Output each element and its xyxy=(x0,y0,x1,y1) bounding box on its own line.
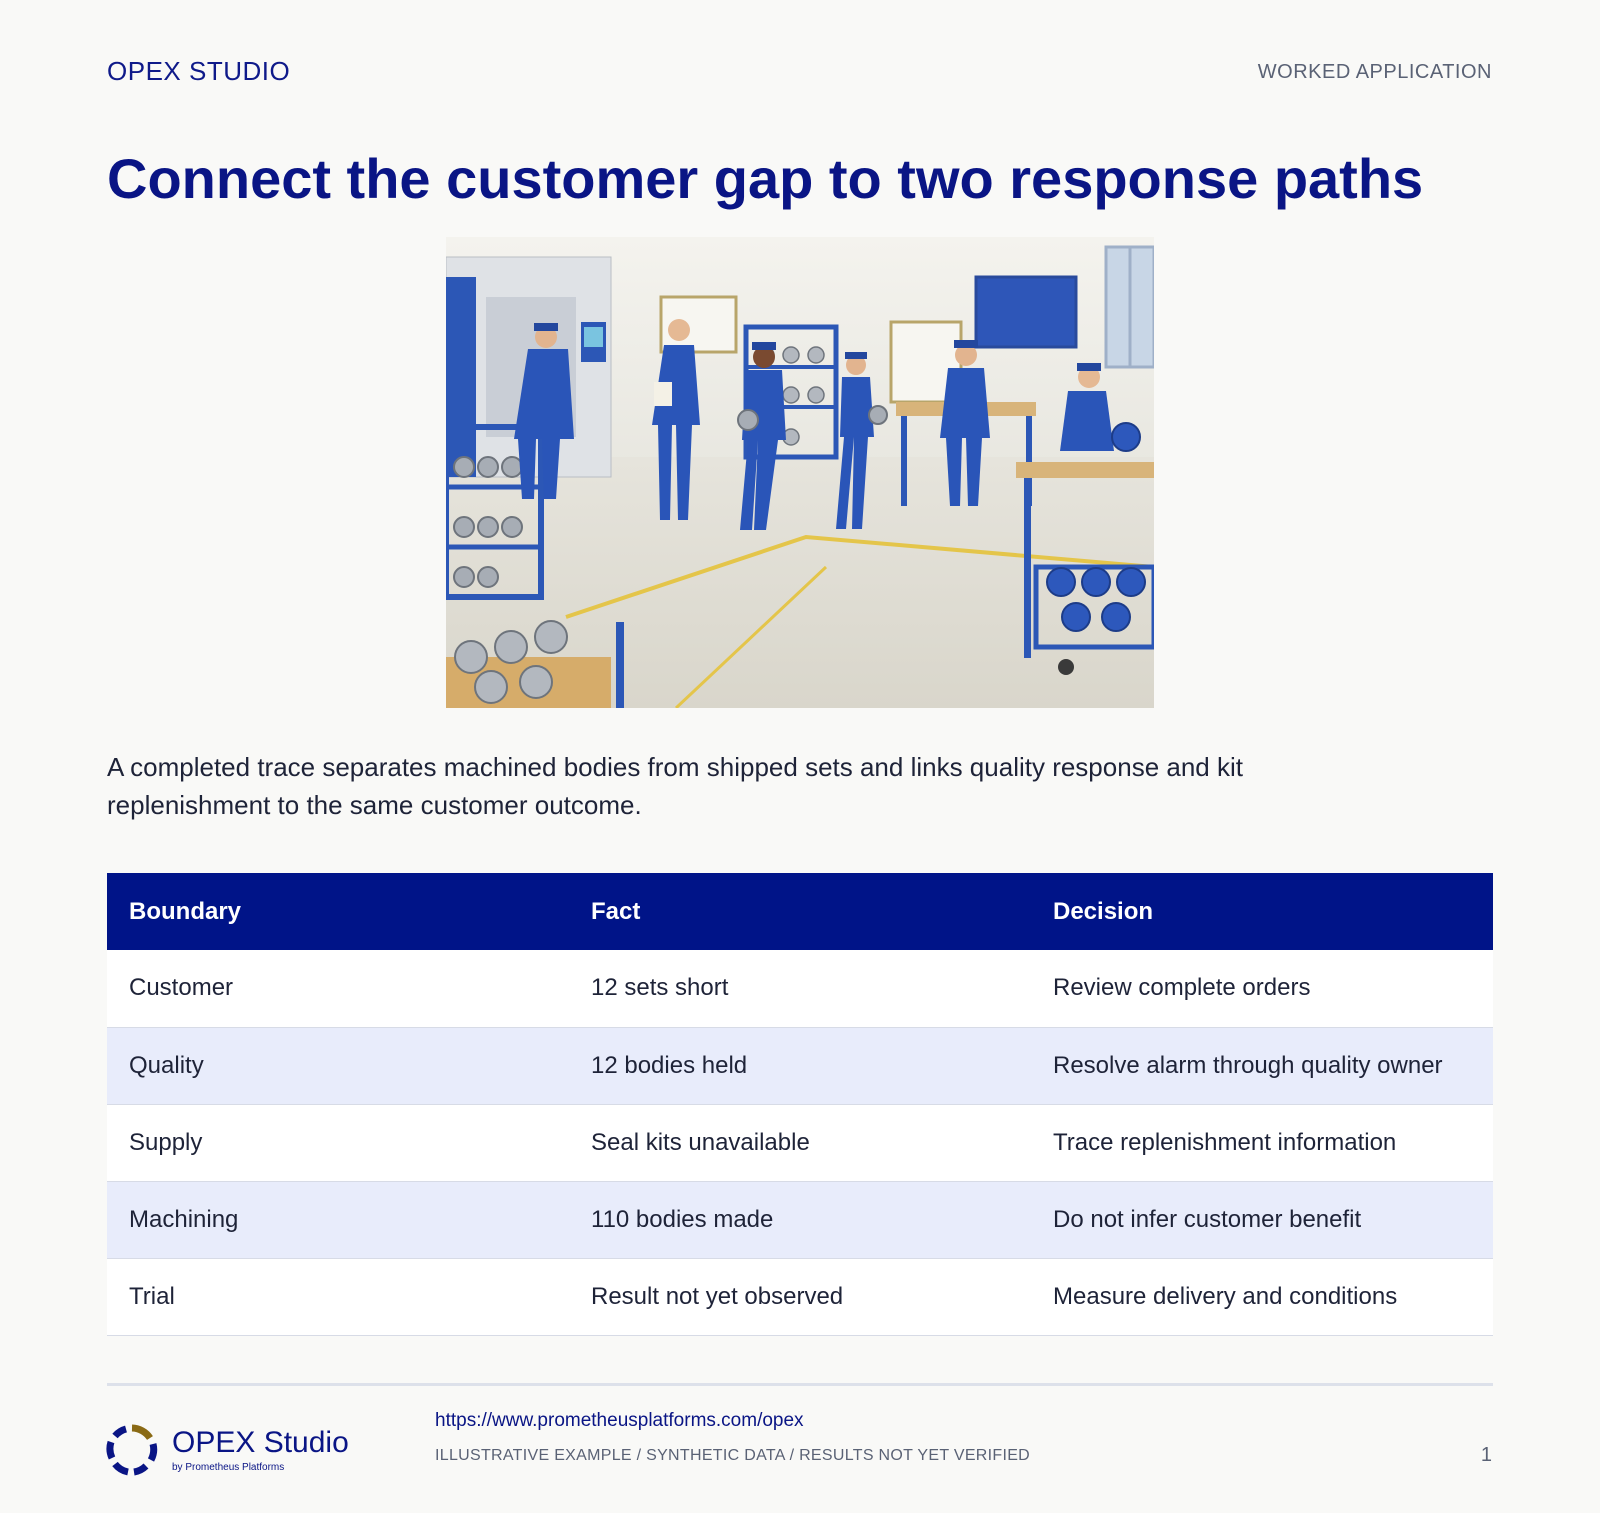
boundary-table: Boundary Fact Decision Customer 12 sets … xyxy=(107,873,1493,1336)
lede-paragraph: A completed trace separates machined bod… xyxy=(107,752,1243,820)
cell-fact: 110 bodies made xyxy=(569,1181,1031,1259)
footer-disclaimer: ILLUSTRATIVE EXAMPLE / SYNTHETIC DATA / … xyxy=(435,1447,1031,1464)
cell-decision: Do not infer customer benefit xyxy=(1031,1181,1493,1259)
column-header-fact: Fact xyxy=(569,873,1031,950)
cell-boundary: Customer xyxy=(107,950,569,1028)
cell-fact: 12 sets short xyxy=(569,950,1031,1028)
footer-logo-sub: by Prometheus Platforms xyxy=(172,1462,285,1473)
footer-divider xyxy=(107,1383,1493,1386)
table-row: Machining 110 bodies made Do not infer c… xyxy=(107,1181,1493,1259)
cell-boundary: Supply xyxy=(107,1104,569,1182)
page-title: Connect the customer gap to two response… xyxy=(107,147,1424,210)
footer-logo: OPEX Studio by Prometheus Platforms xyxy=(106,1424,349,1476)
cell-decision: Review complete orders xyxy=(1031,950,1493,1028)
column-header-decision: Decision xyxy=(1031,873,1493,950)
footer-url-link[interactable]: https://www.prometheusplatforms.com/opex xyxy=(435,1410,804,1431)
cell-fact: 12 bodies held xyxy=(569,1027,1031,1105)
table-row: Supply Seal kits unavailable Trace reple… xyxy=(107,1104,1493,1182)
header-brand: OPEX STUDIO xyxy=(107,56,291,86)
cell-fact: Seal kits unavailable xyxy=(569,1104,1031,1182)
cell-boundary: Trial xyxy=(107,1258,569,1336)
table-row: Quality 12 bodies held Resolve alarm thr… xyxy=(107,1027,1493,1105)
cell-fact: Result not yet observed xyxy=(569,1258,1031,1336)
hero-image xyxy=(446,237,1154,708)
table-header-row: Boundary Fact Decision xyxy=(107,873,1493,950)
column-header-boundary: Boundary xyxy=(107,873,569,950)
footer-logo-name: OPEX Studio xyxy=(172,1426,349,1459)
section-label: WORKED APPLICATION xyxy=(1257,61,1492,83)
cell-decision: Trace replenishment information xyxy=(1031,1104,1493,1182)
cell-decision: Resolve alarm through quality owner xyxy=(1031,1027,1493,1105)
page-number: 1 xyxy=(1480,1444,1492,1466)
opex-ring-logo-icon xyxy=(106,1424,158,1476)
table-row: Trial Result not yet observed Measure de… xyxy=(107,1258,1493,1336)
table-row: Customer 12 sets short Review complete o… xyxy=(107,950,1493,1028)
cell-boundary: Machining xyxy=(107,1181,569,1259)
cell-decision: Measure delivery and conditions xyxy=(1031,1258,1493,1336)
factory-workers-illustration-icon xyxy=(446,237,1154,708)
cell-boundary: Quality xyxy=(107,1027,569,1105)
